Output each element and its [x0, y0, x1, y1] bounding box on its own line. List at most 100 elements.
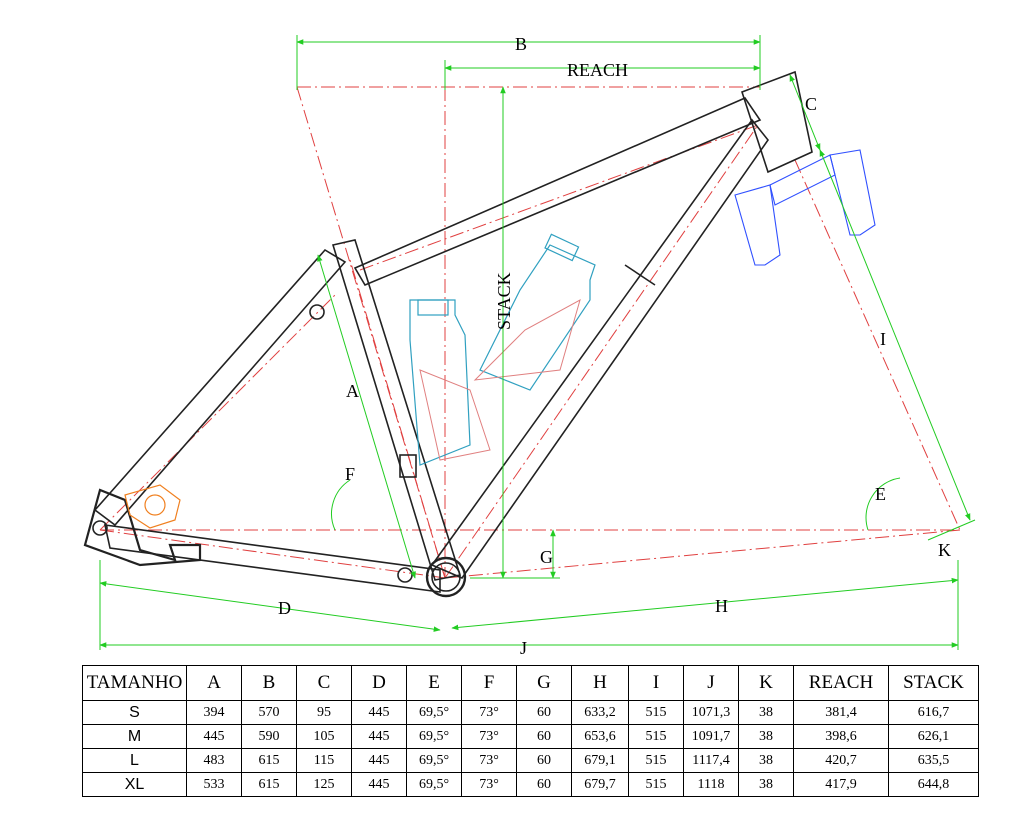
label-G: G	[540, 547, 553, 567]
label-E: E	[875, 484, 886, 504]
value-cell: 394	[186, 700, 242, 725]
value-cell: 73°	[461, 700, 517, 725]
value-cell: 60	[516, 724, 572, 749]
value-cell: 60	[516, 748, 572, 773]
size-cell: M	[82, 724, 187, 749]
label-J: J	[520, 638, 527, 658]
value-cell: 73°	[461, 772, 517, 797]
value-cell: 515	[628, 724, 684, 749]
value-cell: 73°	[461, 748, 517, 773]
label-H: H	[715, 596, 728, 616]
header-cell: E	[406, 665, 462, 701]
header-cell: TAMANHO	[82, 665, 187, 701]
bottom-bracket	[425, 556, 467, 598]
value-cell: 635,5	[888, 748, 979, 773]
value-cell: 626,1	[888, 724, 979, 749]
value-cell: 483	[186, 748, 242, 773]
header-cell: REACH	[793, 665, 889, 701]
label-D: D	[278, 598, 291, 618]
label-A: A	[346, 381, 359, 401]
value-cell: 69,5°	[406, 748, 462, 773]
label-F: F	[345, 464, 355, 484]
seat-tube	[331, 239, 462, 581]
value-cell: 533	[186, 772, 242, 797]
header-cell: J	[683, 665, 739, 701]
value-cell: 125	[296, 772, 352, 797]
size-cell: XL	[82, 772, 187, 797]
value-cell: 445	[351, 772, 407, 797]
label-I: I	[880, 329, 886, 349]
value-cell: 445	[186, 724, 242, 749]
frame-geometry-drawing: B REACH STACK C A F I E K G D H J	[83, 34, 976, 658]
value-cell: 445	[351, 700, 407, 725]
value-cell: 73°	[461, 724, 517, 749]
dimension-lines	[99, 35, 976, 650]
value-cell: 38	[738, 724, 794, 749]
value-cell: 515	[628, 748, 684, 773]
value-cell: 644,8	[888, 772, 979, 797]
header-cell: H	[571, 665, 629, 701]
label-B: B	[515, 34, 527, 54]
value-cell: 398,6	[793, 724, 889, 749]
value-cell: 1118	[683, 772, 739, 797]
value-cell: 38	[738, 700, 794, 725]
label-stack: STACK	[494, 272, 514, 330]
brake-caliper-icon	[124, 484, 181, 529]
header-cell: K	[738, 665, 794, 701]
value-cell: 615	[241, 772, 297, 797]
value-cell: 38	[738, 772, 794, 797]
value-cell: 653,6	[571, 724, 629, 749]
value-cell: 615	[241, 748, 297, 773]
down-tube	[430, 118, 769, 579]
value-cell: 417,9	[793, 772, 889, 797]
value-cell: 69,5°	[406, 772, 462, 797]
value-cell: 570	[241, 700, 297, 725]
value-cell: 515	[628, 772, 684, 797]
header-cell: I	[628, 665, 684, 701]
rear-dropout	[83, 488, 202, 567]
bottle-cages	[419, 298, 581, 461]
value-cell: 381,4	[793, 700, 889, 725]
value-cell: 445	[351, 748, 407, 773]
value-cell: 60	[516, 700, 572, 725]
value-cell: 515	[628, 700, 684, 725]
value-cell: 616,7	[888, 700, 979, 725]
size-cell: L	[82, 748, 187, 773]
header-cell: G	[516, 665, 572, 701]
header-cell: A	[186, 665, 242, 701]
seat-stay	[93, 248, 347, 527]
value-cell: 420,7	[793, 748, 889, 773]
bike-frame	[83, 70, 813, 598]
table-header-row: TAMANHO A B C D E F G H I J K REACH STAC…	[82, 665, 979, 701]
value-cell: 69,5°	[406, 724, 462, 749]
value-cell: 105	[296, 724, 352, 749]
header-cell: F	[461, 665, 517, 701]
value-cell: 679,1	[571, 748, 629, 773]
value-cell: 679,7	[571, 772, 629, 797]
chain-stay	[103, 524, 441, 593]
label-C: C	[805, 94, 817, 114]
value-cell: 1117,4	[683, 748, 739, 773]
header-cell: STACK	[888, 665, 979, 701]
value-cell: 95	[296, 700, 352, 725]
label-reach: REACH	[567, 60, 628, 80]
geometry-table: TAMANHO A B C D E F G H I J K REACH STAC…	[82, 665, 979, 797]
value-cell: 60	[516, 772, 572, 797]
header-cell: C	[296, 665, 352, 701]
value-cell: 38	[738, 748, 794, 773]
value-cell: 115	[296, 748, 352, 773]
value-cell: 1071,3	[683, 700, 739, 725]
head-tube	[741, 70, 813, 174]
value-cell: 590	[241, 724, 297, 749]
value-cell: 69,5°	[406, 700, 462, 725]
value-cell: 445	[351, 724, 407, 749]
header-cell: B	[241, 665, 297, 701]
value-cell: 1091,7	[683, 724, 739, 749]
size-cell: S	[82, 700, 187, 725]
top-tube	[353, 97, 762, 287]
label-K: K	[938, 540, 951, 560]
